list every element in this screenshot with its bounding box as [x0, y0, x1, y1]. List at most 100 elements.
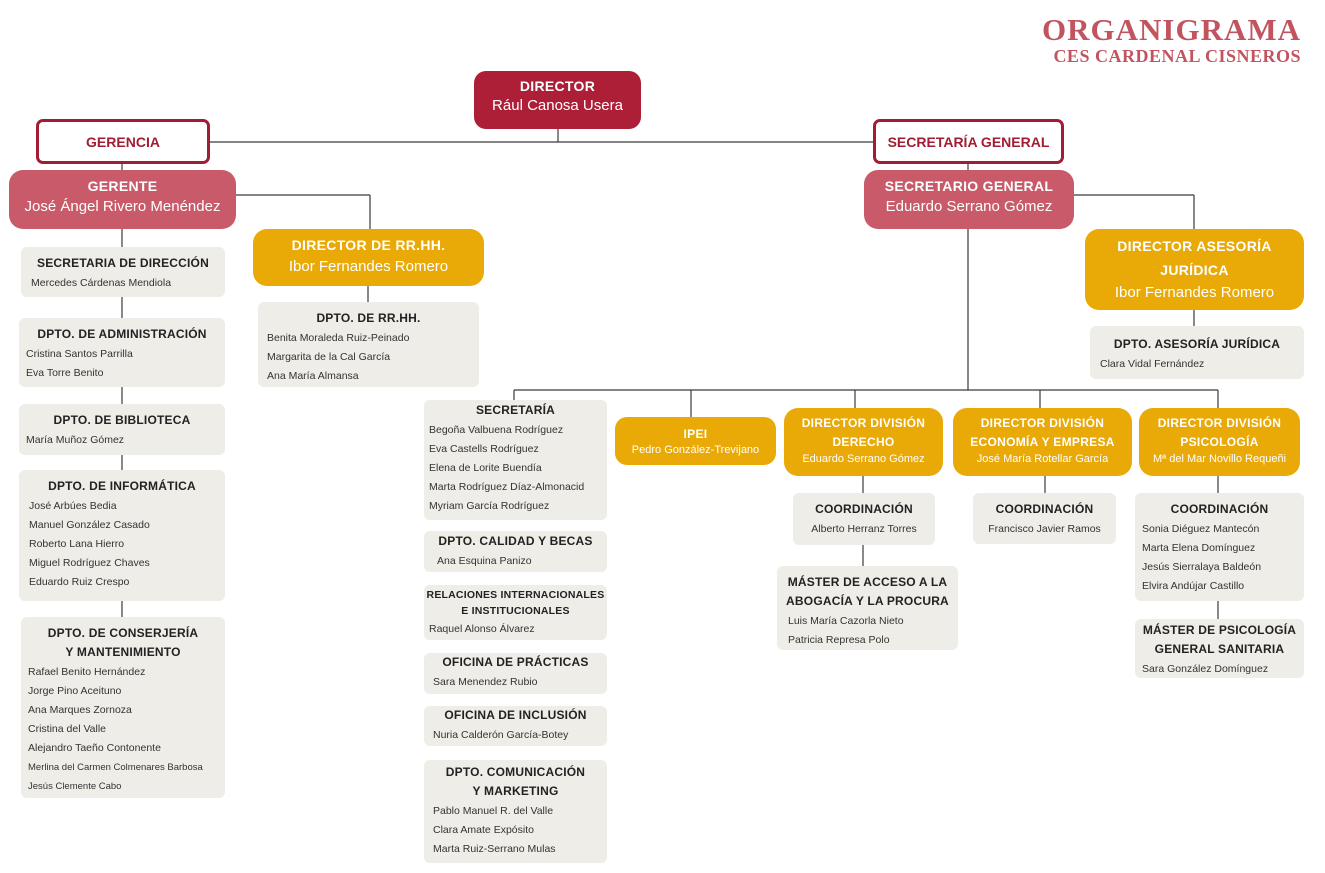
div-psicologia-line1: DIRECTOR DIVISIÓN — [1157, 416, 1282, 430]
member-name: María Muñoz Gómez — [26, 434, 125, 446]
dept-oficina-practicas: OFICINA DE PRÁCTICAS Sara Menendez Rubio — [424, 653, 607, 694]
member-name: Sara González Domínguez — [1142, 663, 1269, 675]
coord-title: COORDINACIÓN — [995, 502, 1094, 516]
dept-informatica: DPTO. DE INFORMÁTICA José Arbúes Bedia M… — [19, 470, 225, 601]
coord-members: Francisco Javier Ramos — [973, 519, 1116, 539]
member-name: Mercedes Cárdenas Mendiola — [31, 277, 172, 289]
dept-title: DPTO. DE ADMINISTRACIÓN — [37, 327, 207, 341]
dept-members: Sara Menendez Rubio — [424, 672, 607, 692]
dept-members: Benita Moraleda Ruiz-Peinado Margarita d… — [258, 328, 479, 386]
dept-title: DPTO. CALIDAD Y BECAS — [438, 534, 593, 548]
dept-title: OFICINA DE PRÁCTICAS — [442, 655, 589, 669]
member-name: Clara Vidal Fernández — [1100, 358, 1205, 370]
dept-title: DPTO. DE BIBLIOTECA — [53, 413, 191, 427]
dept-secretaria-direccion: SECRETARIA DE DIRECCIÓN Mercedes Cárdena… — [21, 247, 225, 297]
dept-members: Cristina Santos Parrilla Eva Torre Benit… — [19, 344, 225, 383]
dept-members: Mercedes Cárdenas Mendiola — [21, 273, 225, 293]
member-name: Eduardo Ruiz Crespo — [29, 576, 130, 588]
secretaria-general-box: SECRETARÍA GENERAL — [873, 119, 1064, 164]
dept-members: Rafael Benito Hernández Jorge Pino Aceit… — [21, 662, 225, 796]
master-abogacia: MÁSTER DE ACCESO A LA ABOGACÍA Y LA PROC… — [777, 566, 958, 650]
member-name: Ana Esquina Panizo — [437, 555, 532, 567]
dept-title: DPTO. DE RR.HH. — [316, 311, 421, 325]
chart-title-block: ORGANIGRAMA CES CARDENAL CISNEROS — [1042, 12, 1301, 67]
gerencia-box: GERENCIA — [36, 119, 210, 164]
dept-conserjeria: DPTO. DE CONSERJERÍA Y MANTENIMIENTO Raf… — [21, 617, 225, 798]
member-name: Jesús Clemente Cabo — [28, 781, 122, 792]
member-name: Jorge Pino Aceituno — [28, 685, 122, 697]
div-derecho-line2: DERECHO — [832, 435, 895, 449]
dept-title-2: Y MARKETING — [472, 784, 559, 798]
member-name: Sonia Diéguez Mantecón — [1142, 523, 1260, 535]
ipei-name: Pedro González-Trevijano — [631, 444, 760, 456]
div-psicologia-line2: PSICOLOGÍA — [1180, 435, 1259, 449]
coord-members: Alberto Herranz Torres — [793, 519, 935, 539]
director-asesoria-name: Ibor Fernandes Romero — [1114, 284, 1275, 301]
dept-members: Begoña Valbuena Rodríguez Eva Castells R… — [424, 420, 607, 516]
gerente-role: GERENTE — [87, 178, 158, 194]
member-name: Rafael Benito Hernández — [28, 666, 146, 678]
div-psicologia-name: Mª del Mar Novillo Requeñi — [1152, 453, 1287, 465]
dept-comunicacion-marketing: DPTO. COMUNICACIÓN Y MARKETING Pablo Man… — [424, 760, 607, 863]
dept-members: Clara Vidal Fernández — [1090, 354, 1304, 374]
dept-title: SECRETARIA DE DIRECCIÓN — [37, 256, 209, 270]
dept-title-1: DPTO. COMUNICACIÓN — [445, 765, 586, 779]
member-name: Roberto Lana Hierro — [29, 538, 125, 550]
master-members: Luis María Cazorla Nieto Patricia Repres… — [777, 611, 958, 650]
member-name: Francisco Javier Ramos — [988, 523, 1101, 535]
dept-title-1: RELACIONES INTERNACIONALES — [426, 589, 605, 601]
director-box: DIRECTOR Rául Canosa Usera — [474, 71, 641, 129]
member-name: Jesús Sierralaya Baldeón — [1142, 561, 1262, 573]
chart-subtitle: CES CARDENAL CISNEROS — [1053, 46, 1301, 66]
div-derecho-name: Eduardo Serrano Gómez — [802, 453, 925, 465]
dept-title: DPTO. DE INFORMÁTICA — [48, 479, 196, 493]
secretario-general-name: Eduardo Serrano Gómez — [885, 198, 1053, 215]
coord-psicologia: COORDINACIÓN Sonia Diéguez Mantecón Mart… — [1135, 493, 1304, 601]
director-asesoria-role-1: DIRECTOR ASESORÍA — [1117, 238, 1272, 254]
member-name: Pablo Manuel R. del Valle — [433, 805, 554, 817]
director-rrhh-name: Ibor Fernandes Romero — [288, 258, 449, 275]
member-name: Eva Castells Rodríguez — [429, 443, 539, 455]
member-name: Marta Rodríguez Díaz-Almonacid — [429, 481, 585, 493]
coord-economia: COORDINACIÓN Francisco Javier Ramos — [973, 493, 1116, 544]
member-name: Manuel González Casado — [29, 519, 150, 531]
dept-members: Nuria Calderón García-Botey — [424, 725, 607, 745]
member-name: Cristina del Valle — [28, 723, 107, 735]
div-economia-line1: DIRECTOR DIVISIÓN — [980, 416, 1105, 430]
dept-administracion: DPTO. DE ADMINISTRACIÓN Cristina Santos … — [19, 318, 225, 387]
member-name: Sara Menendez Rubio — [433, 676, 538, 688]
coord-title: COORDINACIÓN — [815, 502, 913, 516]
director-rrhh-role: DIRECTOR DE RR.HH. — [291, 237, 446, 253]
dept-title-1: DPTO. DE CONSERJERÍA — [47, 626, 199, 640]
director-role: DIRECTOR — [519, 78, 596, 94]
member-name: Ana María Almansa — [267, 370, 359, 382]
dept-members: Raquel Alonso Álvarez — [424, 619, 607, 639]
secretario-general-box: SECRETARIO GENERAL Eduardo Serrano Gómez — [864, 170, 1074, 229]
member-name: Margarita de la Cal García — [267, 351, 391, 363]
dept-calidad-becas: DPTO. CALIDAD Y BECAS Ana Esquina Panizo — [424, 531, 607, 572]
member-name: José Arbúes Bedia — [29, 500, 117, 512]
chart-title: ORGANIGRAMA — [1042, 12, 1301, 47]
dept-members: María Muñoz Gómez — [19, 430, 225, 450]
master-title-2: ABOGACÍA Y LA PROCURA — [786, 594, 949, 608]
ipei-box: IPEI Pedro González-Trevijano — [615, 417, 776, 465]
member-name: Myriam García Rodríguez — [429, 500, 550, 512]
member-name: Alberto Herranz Torres — [811, 523, 917, 535]
gerente-name: José Ángel Rivero Menéndez — [24, 198, 221, 215]
gerente-box: GERENTE José Ángel Rivero Menéndez — [9, 170, 236, 229]
master-psicologia: MÁSTER DE PSICOLOGÍA GENERAL SANITARIA S… — [1135, 619, 1304, 678]
dept-rrhh: DPTO. DE RR.HH. Benita Moraleda Ruiz-Pei… — [258, 302, 479, 387]
member-name: Ana Marques Zornoza — [28, 704, 132, 716]
dept-title-2: E INSTITUCIONALES — [461, 605, 570, 617]
member-name: Merlina del Carmen Colmenares Barbosa — [28, 762, 203, 773]
dept-secretaria: SECRETARÍA Begoña Valbuena Rodríguez Eva… — [424, 400, 607, 520]
div-economia-line2: ECONOMÍA Y EMPRESA — [970, 435, 1115, 449]
secretaria-general-label: SECRETARÍA GENERAL — [887, 133, 1050, 150]
master-title-1: MÁSTER DE ACCESO A LA — [787, 575, 948, 589]
dept-title: OFICINA DE INCLUSIÓN — [444, 708, 587, 722]
member-name: Cristina Santos Parrilla — [26, 348, 133, 360]
member-name: Begoña Valbuena Rodríguez — [429, 424, 564, 436]
member-name: Eva Torre Benito — [26, 367, 104, 379]
dept-biblioteca: DPTO. DE BIBLIOTECA María Muñoz Gómez — [19, 404, 225, 455]
dept-relaciones-internacionales: RELACIONES INTERNACIONALES E INSTITUCION… — [424, 585, 607, 640]
